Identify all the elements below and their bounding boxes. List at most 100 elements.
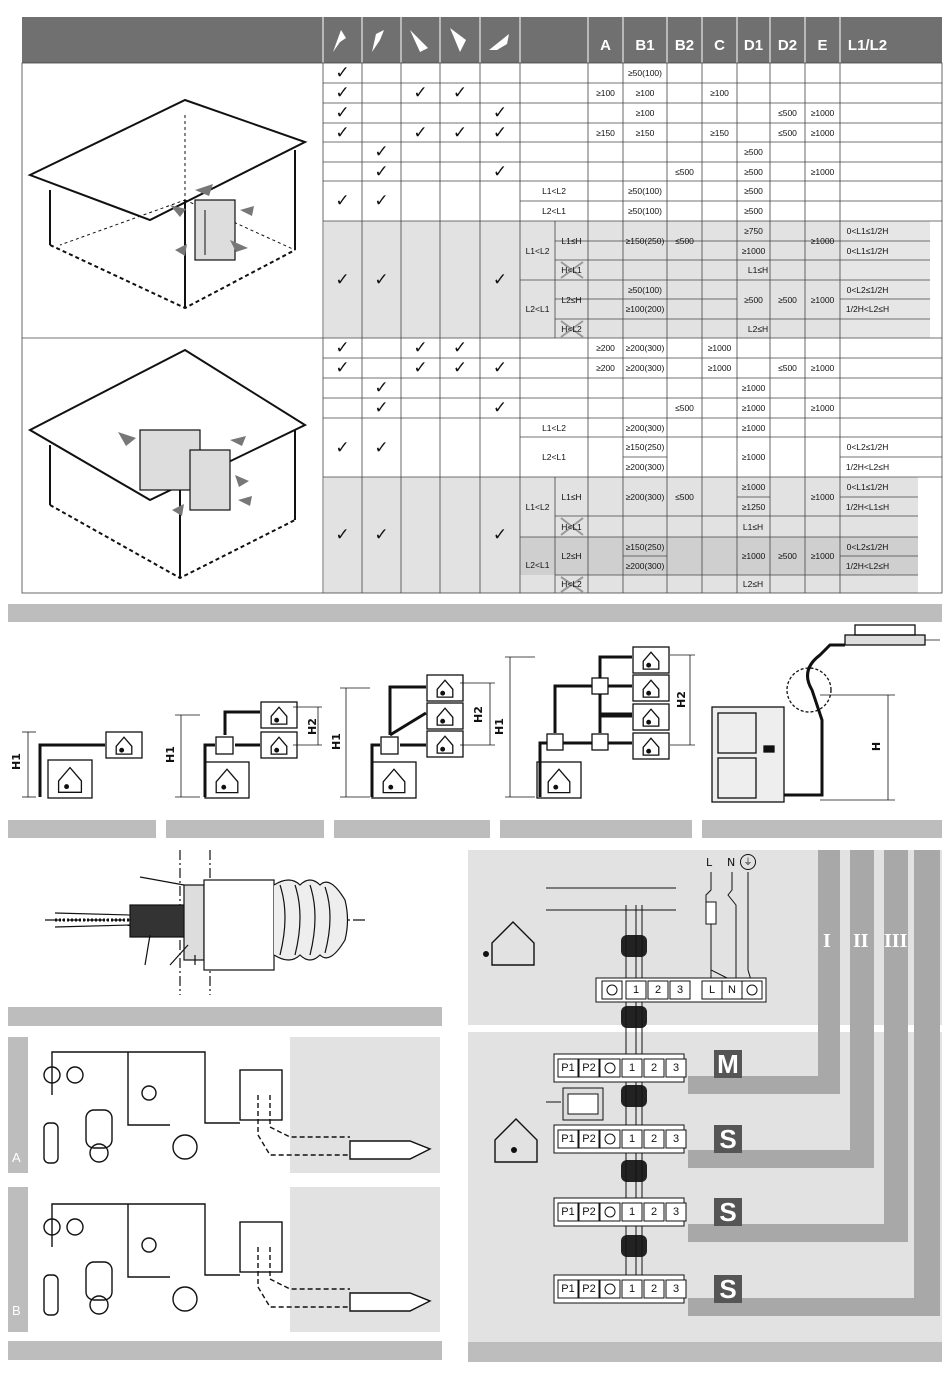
check-mark: ✓ [374,525,389,545]
label-h1: H1 [329,733,343,750]
table-cell: ≥200(300) [625,363,665,373]
house-icon [270,706,288,725]
table-cell: 1/2H<L1≤H [845,501,890,512]
ground-icon [606,984,618,996]
check-mark: ✓ [335,358,350,378]
terminal-label: 1 [632,984,640,996]
table-cell-span: L1≤H [747,265,769,275]
check-mark: ✓ [335,63,350,83]
col-header-b1: B1 [635,36,655,54]
cond-label: L1<L2 [525,502,550,512]
label-line: L [706,856,713,869]
check-mark: ✓ [492,525,508,545]
table-cell: ≥50(100) [628,284,662,295]
house-icon [215,768,239,794]
terminal-label: P2 [582,1283,596,1295]
table-cell: 0<L2≤1/2H [846,541,889,552]
table-cell: ≥500 [744,186,763,196]
label-h1: H1 [492,718,506,735]
terminal-label: 1 [628,1283,636,1295]
table-cell: ≥150 [596,127,615,138]
table-cell: ≥500 [744,147,763,157]
table-cell: ≥150 [635,127,655,138]
table-cell: ≥200(300) [625,343,665,353]
ground-icon [604,1062,616,1074]
terminal-label: 2 [650,1062,658,1074]
pipe-insulation-diagram [0,845,450,1030]
gas-cylinder-icon [43,1274,59,1316]
table-cell: 1/2H<L2≤H [845,304,890,314]
table-cell: ≥1250 [741,501,766,512]
table-cell: ≥1000 [741,403,766,413]
house-icon [115,736,133,755]
label-h1: H1 [9,753,23,770]
table-cell: ≥150(250) [625,541,665,552]
circuit-label-2: II [853,930,869,952]
terminal-label: P2 [582,1133,596,1145]
check-mark: ✓ [413,83,428,103]
gauge-icon [89,1143,109,1163]
table-cell: ≥200 [596,343,615,353]
terminal-label: P1 [561,1062,575,1074]
slave-badge: S [714,1124,742,1154]
house-icon [382,768,406,794]
circuit-label-3: III [884,930,908,952]
table-cell: 1/2H<L2≤H [845,560,890,571]
check-mark: ✓ [413,122,428,143]
check-mark: ✓ [335,338,350,358]
house-icon [436,679,454,698]
table-cell: ≥150 [710,127,729,138]
terminal-label: 3 [672,1206,680,1218]
table-cell: ≥1000 [707,363,732,373]
gauge-icon [43,1218,61,1236]
table-cell: ≥1000 [810,294,835,305]
table-cell: ≤500 [675,491,694,502]
table-cell: ≥200(300) [625,462,665,472]
table-cell: 0<L1≤1/2H [846,245,889,256]
cond-label: L2<L1 [525,304,550,314]
table-cell: 0<L1≤1/2H [846,482,889,492]
label-h: H [870,741,884,752]
col-header-d2: D2 [777,36,798,54]
terminal-label: P2 [582,1206,596,1218]
gauge-icon [66,1218,84,1236]
terminal-label: 2 [654,984,662,996]
table-cell: ≤500 [675,235,694,246]
terminal-label: 2 [650,1283,658,1295]
check-mark: ✓ [452,338,468,358]
table-cell: ≥1000 [741,551,766,561]
cond-label: L2<L1 [542,452,566,462]
table-cell-span: L1≤H [742,521,764,532]
terminal-label: 2 [650,1133,658,1145]
terminal-label: P1 [561,1206,575,1218]
table-cell: ≥100 [710,88,729,98]
check-mark: ✓ [492,269,508,290]
table-cell: 1/2H<L2≤H [845,462,890,472]
check-mark: ✓ [492,161,508,182]
cond-label: L1<L2 [542,186,566,196]
house-icon [436,707,454,726]
ground-icon [604,1206,616,1218]
table-cell: ≥1000 [741,452,766,462]
table-grid [21,17,943,594]
table-cell: ≥1000 [741,422,766,433]
label-h1: H1 [163,746,177,763]
cond-label: L1≤H [561,491,582,502]
label-neutral: N [727,856,736,869]
table-cell: ≤500 [675,403,694,413]
label-h2: H2 [305,718,319,735]
outdoor-unit [711,624,940,803]
table-cell: ≥500 [778,551,797,561]
table-cell: ≥1000 [741,245,766,256]
table-cell: ≥200(300) [625,491,665,502]
table-cell: ≥100(200) [625,304,665,314]
room-drawing-2 [27,348,308,580]
gauge-icon [89,1295,109,1315]
check-mark: ✓ [335,269,350,290]
table-cell: ≤500 [675,166,694,177]
table-cell: ≥1000 [810,166,835,177]
house-icon [270,736,288,755]
cond-label: L1<L2 [542,422,566,433]
house-icon [642,679,660,698]
